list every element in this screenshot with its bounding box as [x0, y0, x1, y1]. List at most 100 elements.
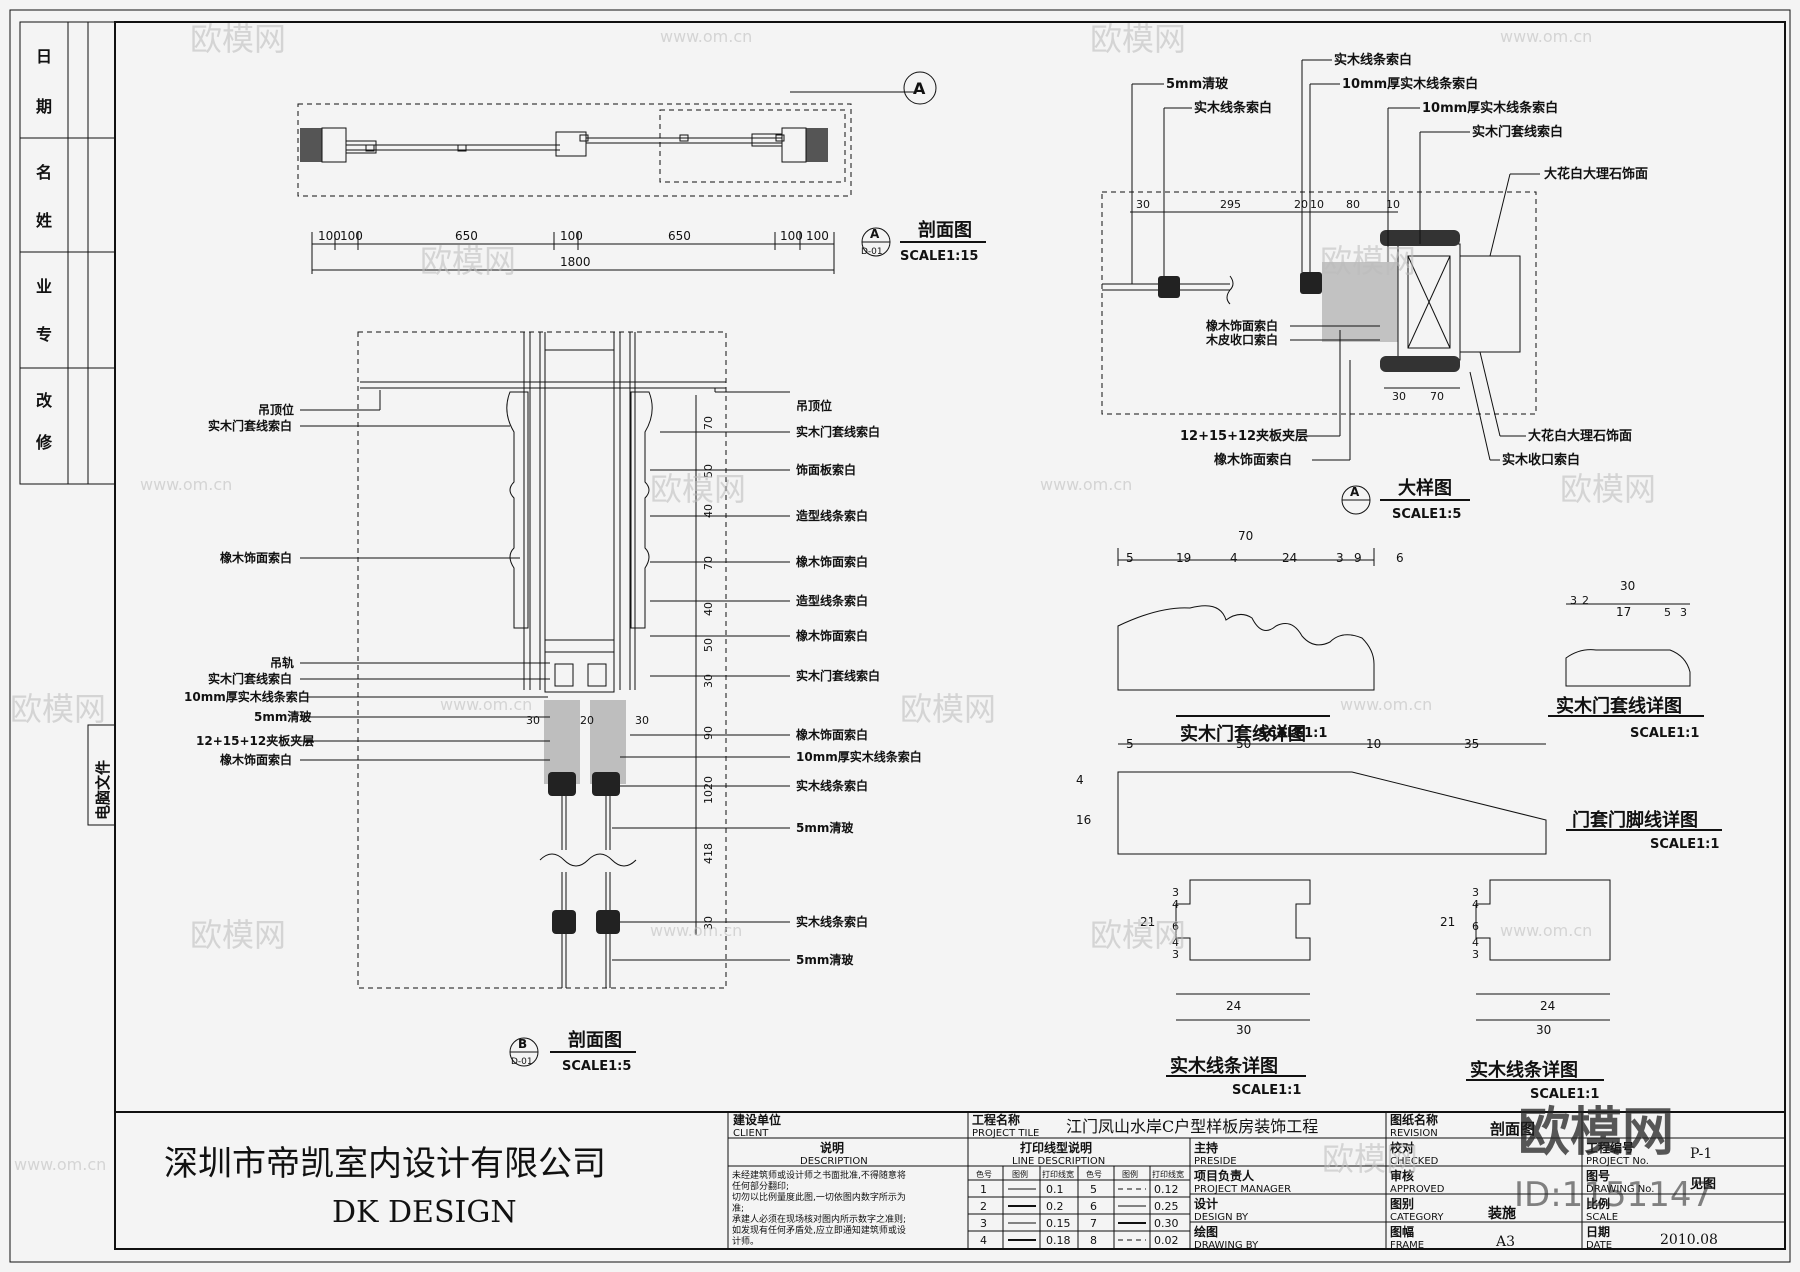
- company-name: 深圳市帝凯室内设计有限公司: [164, 1144, 606, 1184]
- dim-label: 20: [702, 776, 715, 790]
- dim-label: 20: [580, 714, 594, 727]
- dim-label: 4: [1230, 551, 1238, 565]
- dim-label: 4: [1076, 773, 1084, 787]
- dim-label: 90: [702, 726, 715, 740]
- profile-door-foot: 5 50 10 35 4 16 门套门脚线详图 SCALE1:1: [1076, 737, 1722, 855]
- dim-label: 10: [1366, 737, 1381, 751]
- callout-label: 木皮收口索白: [1205, 332, 1278, 347]
- dim-label: 30: [702, 916, 715, 930]
- projno-en: PROJECT No.: [1586, 1156, 1649, 1167]
- checked-label: 校对: [1390, 1140, 1414, 1155]
- desc-line: 计师。: [732, 1235, 759, 1247]
- dim-label: 3: [1570, 594, 1577, 607]
- callout-label: 10mm厚实木线条索白: [1422, 100, 1558, 116]
- profile-title: 实木门套线详图: [1180, 723, 1306, 745]
- line-cell: 7: [1090, 1217, 1097, 1230]
- sidebar-label: 专: [36, 325, 52, 344]
- callout-label: 橡木饰面索白: [220, 752, 292, 767]
- line-header: 图例: [1012, 1169, 1028, 1179]
- dim-label: 24: [1226, 999, 1241, 1013]
- callout-label: 5mm清玻: [796, 952, 854, 967]
- approved-en: APPROVED: [1390, 1184, 1445, 1195]
- watermark-url: www.om.cn: [660, 27, 752, 46]
- revision-en: REVISION: [1390, 1128, 1438, 1139]
- watermark-brand: 欧模网: [420, 242, 516, 280]
- dim-label: 100: [780, 229, 803, 243]
- watermark-brand: 欧模网: [900, 690, 996, 728]
- callout-label: 5mm清玻: [1166, 76, 1229, 92]
- marker-label: A: [913, 79, 926, 98]
- sidebar-label: 期: [36, 97, 52, 116]
- sidebar-label: 名: [36, 163, 52, 182]
- view-scale: SCALE1:5: [1392, 507, 1461, 522]
- callout-label: 实木收口索白: [1502, 452, 1580, 468]
- date-label: 日期: [1586, 1224, 1610, 1239]
- callout-label: 实木线条索白: [796, 914, 868, 929]
- watermark-url: www.om.cn: [650, 921, 742, 940]
- dim-label: 10: [702, 790, 715, 804]
- watermark-brand: 欧模网: [10, 690, 106, 728]
- dim-label: 2: [1582, 594, 1589, 607]
- desc-en: DESCRIPTION: [800, 1156, 868, 1167]
- watermark-brand: 欧模网: [190, 20, 286, 58]
- category-value: 装施: [1487, 1205, 1516, 1222]
- desc-line: 准;: [732, 1203, 744, 1214]
- preside-en: PRESIDE: [1194, 1156, 1237, 1167]
- line-cell: 0.18: [1046, 1234, 1071, 1247]
- desc-line: 任何部分翻印;: [732, 1180, 789, 1192]
- project-label: 工程名称: [972, 1112, 1020, 1127]
- profile-title: 门套门脚线详图: [1572, 809, 1698, 831]
- marker-ref: D-01: [511, 1057, 533, 1067]
- watermark-url: www.om.cn: [1500, 921, 1592, 940]
- callout-label: 10mm厚实木线条索白: [184, 689, 310, 704]
- line-cell: 0.12: [1154, 1183, 1179, 1196]
- line-cell: 3: [980, 1217, 987, 1230]
- date-en: DATE: [1586, 1240, 1612, 1251]
- desc-line: 切勿以比例量度此图,一切依图内数字所示为: [732, 1191, 906, 1203]
- dim-label: 24: [1540, 999, 1555, 1013]
- dim-label: 3: [1172, 886, 1179, 899]
- sidebar-label: 日: [36, 47, 52, 66]
- drawno-en: DRAWING No.: [1586, 1184, 1654, 1195]
- line-cell: 0.1: [1046, 1183, 1064, 1196]
- line-header: 打印线宽: [1152, 1169, 1184, 1179]
- view-title: 剖面图: [568, 1029, 622, 1051]
- callout-label: 橡木饰面索白: [796, 727, 868, 742]
- desc-line: 未经建筑师或设计师之书面批准,不得随意将: [732, 1169, 906, 1181]
- profile-door-casing-2: 30 3 2 17 5 3 实木门套线详图 SCALE1:1: [1548, 579, 1704, 741]
- dim-label: 30: [1620, 579, 1635, 593]
- dim-label: 3: [1472, 948, 1479, 961]
- line-header: 色号: [1086, 1169, 1102, 1179]
- frame-label: 图幅: [1390, 1224, 1414, 1239]
- drawno-value: 见图: [1690, 1177, 1716, 1192]
- dim-label: 3: [1172, 948, 1179, 961]
- line-header: 色号: [976, 1169, 992, 1179]
- line-cell: 0.2: [1046, 1200, 1064, 1213]
- line-cell: 5: [1090, 1183, 1097, 1196]
- desc-line: 承建人必须在现场核对图内所示数字之准则;: [732, 1213, 906, 1225]
- callout-label: 10mm厚实木线条索白: [796, 749, 922, 764]
- dim-label: 4: [1172, 898, 1179, 911]
- callout-label: 造型线条索白: [796, 508, 868, 523]
- callout-label: 饰面板索白: [796, 462, 856, 477]
- callout-label: 实木门套线索白: [1472, 124, 1563, 140]
- profile-scale: SCALE1:1: [1630, 726, 1699, 741]
- dim-label: 50: [1236, 737, 1251, 751]
- dim-label: 295: [1220, 198, 1241, 211]
- outer-frame: [9, 9, 1791, 1263]
- dim-label: 50: [702, 464, 715, 478]
- frame-value: A3: [1495, 1234, 1515, 1250]
- company-en: DK DESIGN: [332, 1195, 517, 1230]
- line-cell: 2: [980, 1200, 987, 1213]
- watermark-brand: 欧模网: [1090, 20, 1186, 58]
- line-desc-en: LINE DESCRIPTION: [1012, 1156, 1105, 1167]
- watermark-url: www.om.cn: [440, 695, 532, 714]
- watermark-url: www.om.cn: [14, 1155, 106, 1174]
- drawing-by-en: DRAWING BY: [1194, 1240, 1259, 1251]
- dim-label: 10: [1386, 198, 1400, 211]
- dim-label: 6: [1172, 920, 1179, 933]
- view-title: 剖面图: [918, 219, 972, 241]
- callout-label: 吊轨: [270, 655, 294, 670]
- section-marker: [903, 71, 937, 105]
